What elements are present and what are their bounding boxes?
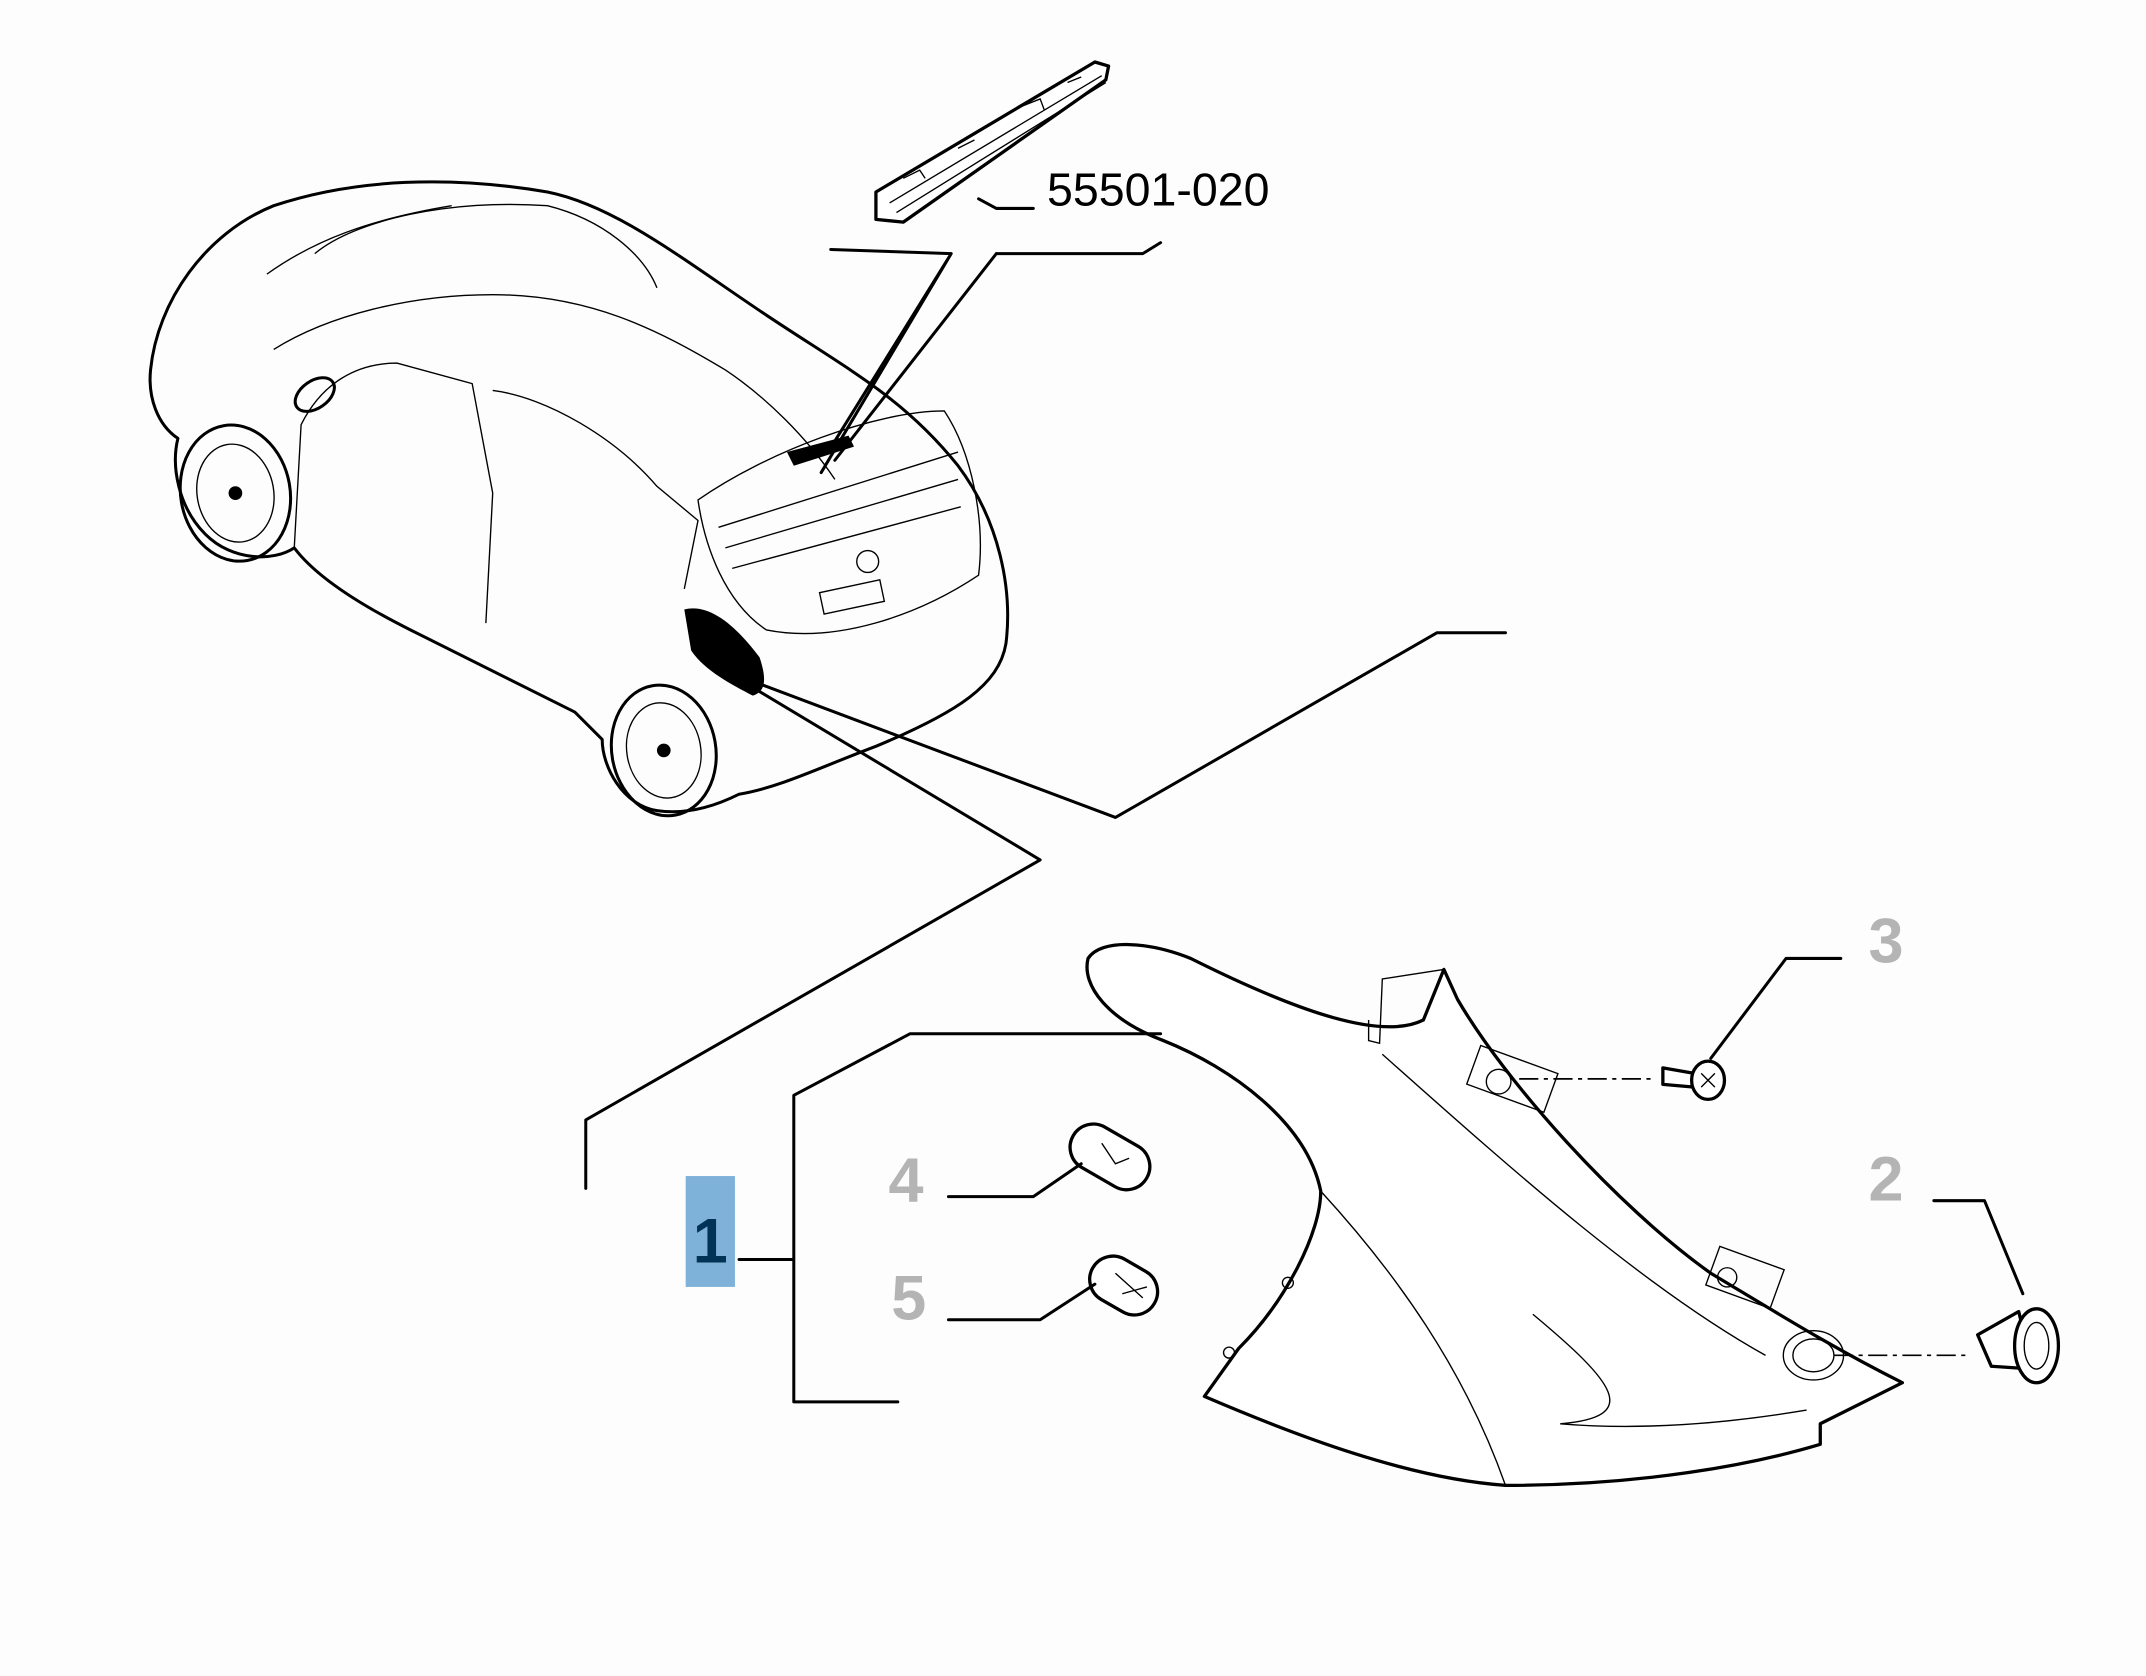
bulb-5 (1088, 1254, 1160, 1317)
callout-3-label[interactable]: 3 (1868, 907, 1903, 977)
callout-4-label[interactable]: 4 (889, 1146, 924, 1216)
lamp-bracket-lower (584, 669, 1042, 1190)
part-code-leader (977, 197, 1035, 210)
callout-1-bracket (737, 1032, 1163, 1404)
callout-2-leader (1932, 1199, 2025, 1296)
callout-1-label[interactable]: 1 (693, 1206, 728, 1276)
part-code-label: 55501-020 (1047, 164, 1269, 216)
tail-lamp-assembly (1085, 942, 1905, 1488)
callout-2-label[interactable]: 2 (1868, 1145, 1903, 1215)
brake-light-bracket (819, 241, 1163, 475)
grommet-2 (1976, 1307, 2061, 1385)
callout-3-leader (1709, 956, 1843, 1060)
car-illustration (148, 180, 1010, 818)
callout-1-highlight (685, 1176, 735, 1287)
callout-5-label[interactable]: 5 (891, 1264, 926, 1334)
callout-4-leader (946, 1162, 1083, 1199)
screw-3 (1661, 1059, 1727, 1102)
callout-5-leader (946, 1282, 1097, 1322)
lamp-bracket-upper (723, 631, 1507, 819)
brake-light-part (874, 60, 1111, 224)
bulb-4 (1068, 1122, 1152, 1192)
